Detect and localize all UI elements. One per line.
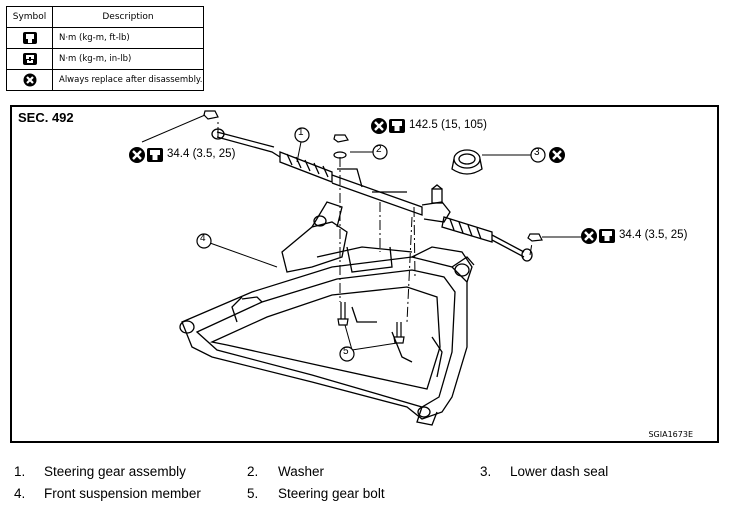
front-suspension-member bbox=[179, 201, 475, 426]
exploded-diagram: SEC. 492 bbox=[10, 105, 719, 443]
part-name: Front suspension member bbox=[44, 486, 201, 501]
tie-rod-nut-right bbox=[527, 233, 543, 242]
part-number: 2. bbox=[247, 464, 259, 479]
callout-2-number: 2 bbox=[376, 144, 382, 155]
callout-3-number: 3 bbox=[534, 147, 540, 158]
callout-1-number: 1 bbox=[298, 127, 304, 138]
symbol-legend-table: Symbol Description N·m (kg-m, ft-lb) N·m… bbox=[6, 6, 204, 91]
legend-description: N·m (kg-m, ft-lb) bbox=[52, 27, 204, 49]
always-replace-icon bbox=[579, 226, 599, 246]
part-number: 5. bbox=[247, 486, 259, 501]
legend-symbol-cell bbox=[6, 48, 53, 70]
steering-assembly-drawing bbox=[127, 110, 615, 426]
legend-description: N·m (kg-m, in-lb) bbox=[52, 48, 204, 70]
legend-header-description: Description bbox=[52, 6, 204, 28]
callout-5 bbox=[339, 346, 355, 362]
always-replace-icon bbox=[369, 116, 389, 136]
torque-wrench-icon bbox=[147, 148, 163, 162]
callout-5-number: 5 bbox=[343, 346, 349, 357]
callout-1 bbox=[294, 127, 310, 143]
leader-lines bbox=[217, 121, 533, 323]
torque-value-left: 34.4 (3.5, 25) bbox=[167, 148, 236, 160]
always-replace-icon bbox=[23, 73, 36, 87]
part-number: 3. bbox=[480, 464, 492, 479]
always-replace-icon bbox=[547, 145, 567, 165]
steering-gear-bolt bbox=[337, 302, 405, 344]
part-name: Washer bbox=[278, 464, 325, 479]
callout-lines bbox=[141, 114, 584, 351]
steering-gear-assembly bbox=[211, 128, 533, 262]
callout-2 bbox=[372, 144, 388, 160]
part-name: Steering gear bolt bbox=[278, 486, 385, 501]
lower-dash-seal bbox=[451, 149, 483, 175]
torque-value-right: 34.4 (3.5, 25) bbox=[619, 229, 688, 241]
image-code: SGIA1673E bbox=[648, 430, 693, 439]
torque-wrench-small-icon bbox=[22, 53, 37, 65]
part-name: Steering gear assembly bbox=[44, 464, 186, 479]
legend-description: Always replace after disassembly. bbox=[52, 69, 204, 91]
always-replace-icon bbox=[127, 145, 147, 165]
tie-rod-nut-left bbox=[203, 110, 219, 120]
washer bbox=[333, 134, 349, 159]
legend-symbol-cell bbox=[6, 69, 53, 91]
torque-value-top: 142.5 (15, 105) bbox=[409, 119, 488, 131]
part-name: Lower dash seal bbox=[510, 464, 609, 479]
callout-3 bbox=[530, 147, 546, 163]
part-number: 1. bbox=[14, 464, 26, 479]
callout-4 bbox=[196, 233, 212, 249]
legend-symbol-cell bbox=[6, 27, 53, 49]
part-number: 4. bbox=[14, 486, 26, 501]
torque-wrench-icon bbox=[22, 32, 37, 44]
legend-header-symbol: Symbol bbox=[6, 6, 53, 28]
callout-4-number: 4 bbox=[200, 233, 206, 244]
section-label: SEC. 492 bbox=[18, 110, 74, 125]
torque-wrench-icon bbox=[599, 229, 615, 243]
torque-wrench-icon bbox=[389, 119, 405, 133]
